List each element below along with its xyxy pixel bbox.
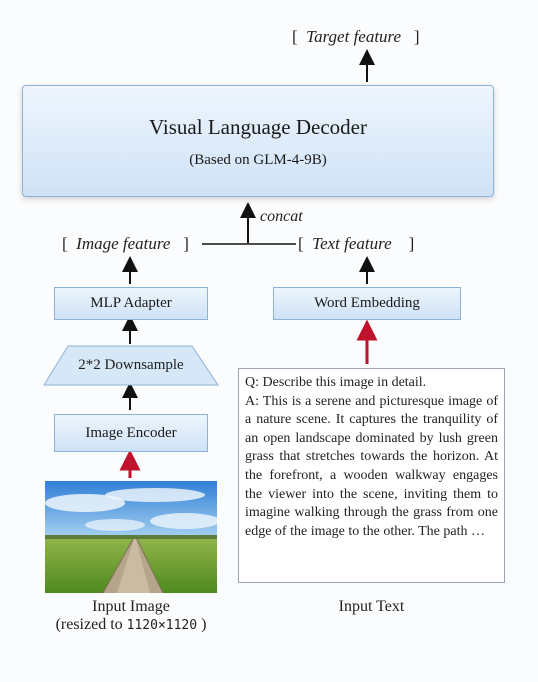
input-image-caption-prefix: (resized to <box>55 616 127 633</box>
image-encoder-box: Image Encoder <box>54 414 208 452</box>
input-image-caption-line2: (resized to 1120×1120 ) <box>20 616 242 634</box>
downsample-label: 2*2 Downsample <box>78 357 184 373</box>
target-feature-close: ] <box>413 27 420 46</box>
target-feature-label: Target feature <box>306 27 402 46</box>
concat-label: concat <box>260 208 303 225</box>
input-text-question: Q: Describe this image in detail. <box>245 375 427 390</box>
image-feature-open: [ <box>62 234 68 253</box>
input-image-resolution: 1120×1120 <box>126 618 198 633</box>
target-feature-open: [ <box>292 27 298 46</box>
text-feature-open: [ <box>298 234 304 253</box>
visual-language-decoder: Visual Language Decoder (Based on GLM-4-… <box>22 85 494 197</box>
input-image-caption-line1: Input Image <box>92 598 170 615</box>
text-feature-label: Text feature <box>312 234 392 253</box>
input-text-panel: Q: Describe this image in detail. A: Thi… <box>238 368 505 583</box>
word-embedding-label: Word Embedding <box>314 295 420 311</box>
image-encoder-label: Image Encoder <box>85 424 177 441</box>
text-feature: [ Text feature ] <box>298 234 414 254</box>
input-image-caption-suffix: ) <box>197 616 207 633</box>
text-feature-close: ] <box>408 234 415 253</box>
input-image <box>45 481 217 593</box>
image-feature-label: Image feature <box>76 234 171 253</box>
input-image-caption: Input Image (resized to 1120×1120 ) <box>20 598 242 634</box>
mlp-adapter-label: MLP Adapter <box>90 295 172 311</box>
target-feature: [ Target feature ] <box>292 27 420 47</box>
input-text-caption: Input Text <box>338 598 405 615</box>
decoder-subtitle: (Based on GLM-4-9B) <box>189 152 327 168</box>
decoder-title: Visual Language Decoder <box>149 115 367 139</box>
word-embedding-box: Word Embedding <box>273 287 461 320</box>
mlp-adapter-box: MLP Adapter <box>54 287 208 320</box>
image-feature-close: ] <box>183 234 189 253</box>
downsample-shape <box>43 345 219 386</box>
input-text-answer: A: This is a serene and picturesque imag… <box>245 393 498 539</box>
image-feature: [ Image feature ] <box>62 234 189 254</box>
